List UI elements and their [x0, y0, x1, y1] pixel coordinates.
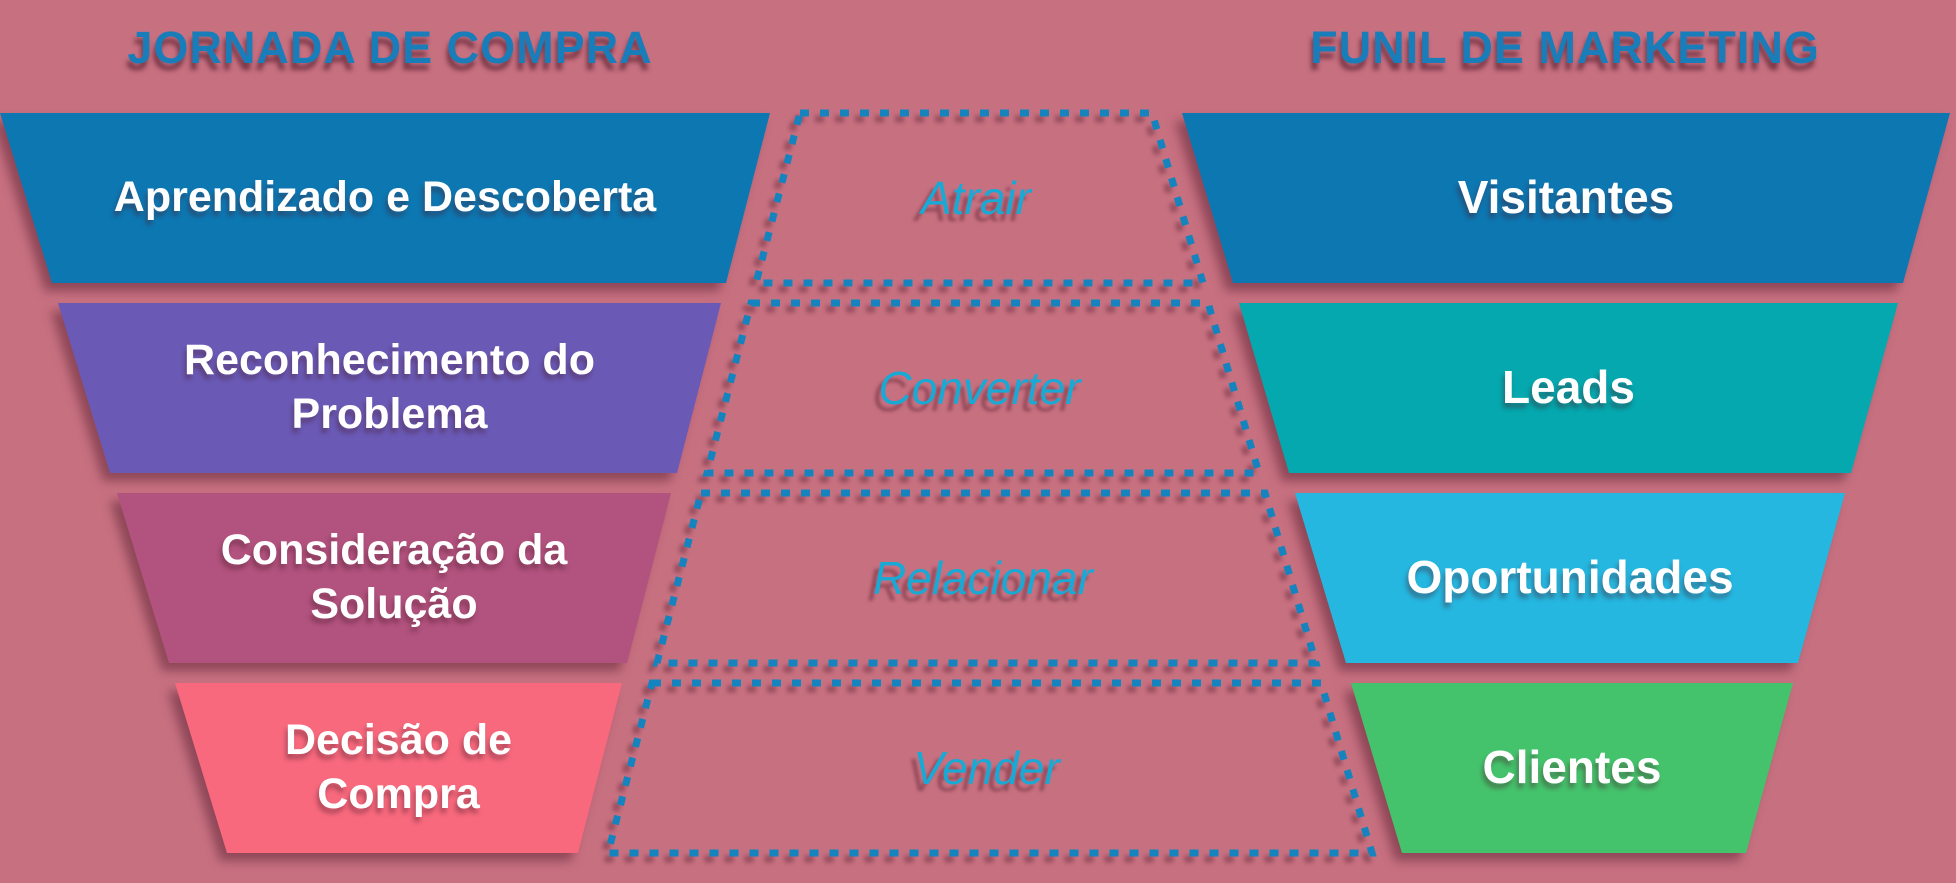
left-funnel-stage-4-shape: [175, 683, 622, 853]
middle-funnel-stage-4-outline: [603, 679, 1377, 857]
left-column-header: JORNADA DE COMPRA: [127, 22, 653, 73]
left-funnel-stage-3-shape: [117, 493, 671, 663]
middle-funnel-stage-2-outline: [702, 299, 1264, 477]
right-funnel-stage-2-shape: [1239, 303, 1898, 473]
middle-funnel-stage-1-outline: [751, 109, 1208, 287]
right-funnel-stage-3-shape: [1295, 493, 1845, 663]
left-funnel-stage-2-shape: [58, 303, 721, 473]
middle-funnel-stage-3-outline: [652, 489, 1321, 667]
right-funnel-stage-4-shape: [1351, 683, 1793, 853]
right-funnel-stage-1-shape: [1182, 113, 1950, 283]
left-funnel-stage-1-shape: [0, 113, 770, 283]
right-column-header: FUNIL DE MARKETING: [1310, 22, 1820, 73]
